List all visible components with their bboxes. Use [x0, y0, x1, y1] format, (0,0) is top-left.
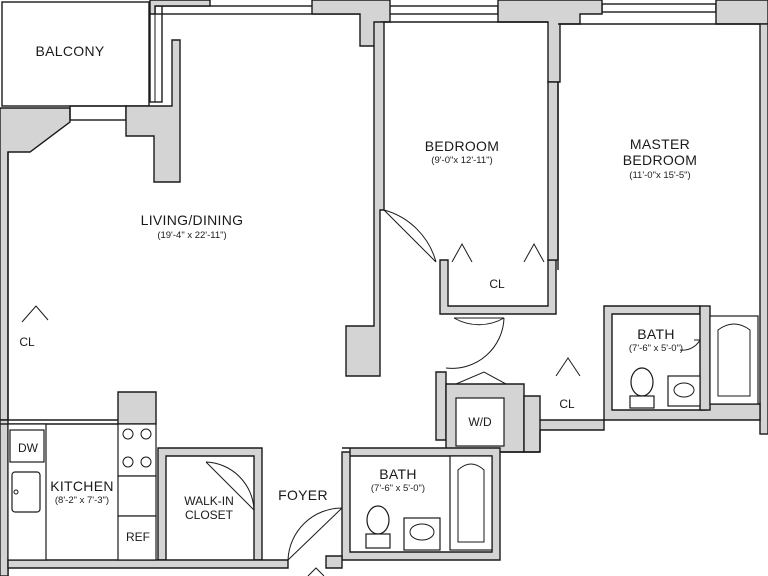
entry-arrow-icon [307, 567, 325, 576]
kitchen-sink [11, 471, 41, 513]
closet-doors [21, 242, 581, 385]
kitchen-side-counter [117, 475, 157, 517]
wall-column-living [125, 39, 181, 183]
wd-door [455, 371, 507, 385]
dishwasher-box [9, 429, 45, 463]
master-toilet-bowl [630, 367, 654, 397]
master-basin [673, 382, 695, 398]
top-window-bedroom [382, 5, 499, 15]
door-master-bath [679, 339, 701, 351]
cl-master-door [555, 357, 581, 377]
balcony-window [149, 1, 163, 103]
label-bath-master: BATH [637, 326, 675, 342]
wall-living-nw [0, 107, 71, 421]
burner-4 [140, 456, 152, 468]
master-bath-fixtures [629, 315, 759, 409]
cl-bedroom-door-left [451, 242, 473, 263]
main-basin [409, 523, 435, 541]
main-vanity [403, 517, 441, 551]
burner-1 [122, 428, 134, 440]
label-foyer: FOYER [278, 487, 328, 503]
label-master-1: MASTER [629, 136, 691, 152]
sink-drain [13, 489, 19, 495]
dim-master: (11'-0"x 15'-5") [629, 170, 691, 181]
wall-kitchen-left [0, 423, 9, 576]
burner-3 [122, 456, 134, 468]
master-tub [709, 315, 759, 405]
label-bedroom: BEDROOM [424, 138, 500, 154]
wall-hall-left [435, 371, 447, 441]
wall-kitchen-top [117, 391, 157, 425]
master-toilet-tank [629, 395, 655, 409]
label-master-2: BEDROOM [622, 152, 698, 168]
label-wd: W/D [468, 415, 492, 429]
master-tub-inner [717, 323, 751, 397]
master-vanity [667, 375, 701, 407]
door-walkin [205, 461, 255, 511]
label-balcony: BALCONY [35, 43, 105, 59]
main-bath-fixtures [365, 455, 493, 551]
wall-living-bedroom [345, 21, 385, 377]
refrigerator-box [117, 515, 157, 561]
label-bath-main: BATH [379, 466, 417, 482]
label-walkin-1: WALK-IN [184, 494, 234, 508]
door-bedroom [383, 209, 437, 263]
kitchen-fixtures [7, 423, 157, 561]
main-toilet-tank [365, 533, 391, 549]
label-walkin-2: CLOSET [184, 508, 234, 522]
door-bathroom-hall [453, 317, 505, 326]
main-toilet-bowl [366, 505, 390, 535]
main-tub [449, 455, 493, 551]
dim-bath-main: (7'-6" x 5'-0") [370, 483, 426, 494]
door-hall-arc [445, 317, 505, 369]
label-living: LIVING/DINING [140, 212, 244, 228]
top-window-master [601, 3, 717, 13]
burner-2 [140, 428, 152, 440]
label-dw: DW [18, 441, 38, 455]
wall-top-right [715, 0, 768, 25]
living-window-left [69, 105, 127, 121]
wd-box [455, 397, 505, 447]
main-tub-inner [457, 463, 485, 543]
dim-bedroom: (9'-0"x 12'-11") [431, 155, 493, 166]
dim-living: (19'-4" x 22'-11") [157, 230, 227, 241]
label-kitchen: KITCHEN [50, 478, 114, 494]
doors [205, 209, 701, 561]
wall-bottom [7, 559, 289, 569]
wall-top-bed-master [497, 0, 603, 83]
label-cl-living: CL [19, 335, 35, 349]
wall-master-right [759, 23, 768, 435]
door-entry [287, 507, 343, 561]
dim-kitchen: (8'-2" x 7'-3") [54, 495, 110, 506]
wall-top-left-pier [149, 0, 211, 15]
label-cl-bedroom: CL [489, 277, 505, 291]
cl-living-door [21, 305, 49, 323]
wall-bedroom-right [547, 81, 559, 261]
wall-main-bath [341, 447, 501, 561]
wall-master-bath-div [699, 305, 711, 411]
label-ref: REF [126, 530, 150, 544]
dim-bath-master: (7'-6" x 5'-0") [628, 343, 684, 354]
wall-bottom-right [325, 555, 343, 569]
cl-bedroom-door-right [523, 242, 545, 263]
label-cl-master: CL [559, 397, 575, 411]
